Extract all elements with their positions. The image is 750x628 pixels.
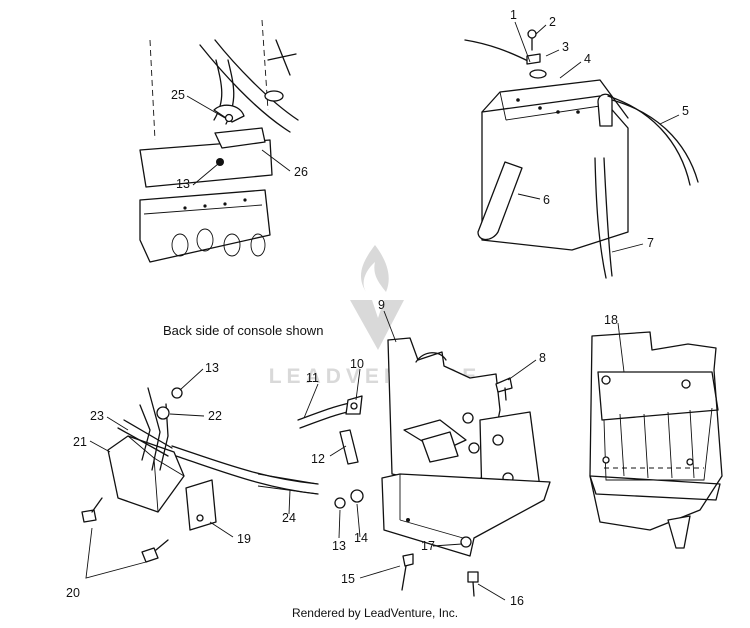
frame-bracket-assembly <box>139 19 299 263</box>
callout-24: 24 <box>282 511 296 525</box>
watermark: LEADVENTURE <box>269 245 476 388</box>
callout-15: 15 <box>341 572 355 586</box>
callout-14: 14 <box>354 531 368 545</box>
callout-13-relay: 13 <box>205 361 219 375</box>
callout-26: 26 <box>294 165 308 179</box>
callout-9: 9 <box>378 298 385 312</box>
callout-18: 18 <box>604 313 618 327</box>
callout-16: 16 <box>510 594 524 608</box>
callout-labels: 1 2 3 4 5 6 7 8 9 10 11 12 13 13 13 14 1… <box>66 8 689 608</box>
callout-22: 22 <box>208 409 222 423</box>
callout-11: 11 <box>306 371 319 385</box>
callout-4: 4 <box>584 52 591 66</box>
battery-assembly <box>464 29 699 279</box>
callout-19: 19 <box>237 532 251 546</box>
callout-10: 10 <box>350 357 364 371</box>
battery-mount-assembly <box>297 337 551 597</box>
callout-20: 20 <box>66 586 80 600</box>
callout-3: 3 <box>562 40 569 54</box>
callout-6: 6 <box>543 193 550 207</box>
callout-25: 25 <box>171 88 185 102</box>
callout-12: 12 <box>311 452 325 466</box>
leader-lines <box>85 21 680 601</box>
view-caption: Back side of console shown <box>163 323 323 338</box>
callout-5: 5 <box>682 104 689 118</box>
callout-2: 2 <box>549 15 556 29</box>
callout-7: 7 <box>647 236 654 250</box>
callout-21: 21 <box>73 435 87 449</box>
flame-logo-icon <box>350 245 404 350</box>
battery-cover <box>589 331 723 549</box>
solenoid-assembly <box>81 387 319 563</box>
callout-8: 8 <box>539 351 546 365</box>
callout-17: 17 <box>421 539 435 553</box>
footer-credit: Rendered by LeadVenture, Inc. <box>292 606 458 620</box>
callout-1: 1 <box>510 8 517 22</box>
callout-13-console: 13 <box>332 539 346 553</box>
callout-13-frame: 13 <box>176 177 190 191</box>
callout-23: 23 <box>90 409 104 423</box>
